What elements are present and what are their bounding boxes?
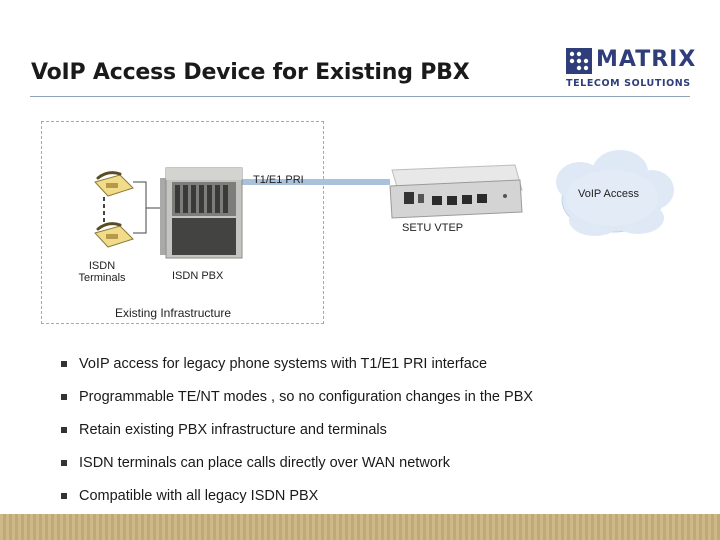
matrix-logo: MATRIX TELECOM SOLUTIONS xyxy=(566,46,695,92)
bullet-item: Compatible with all legacy ISDN PBX xyxy=(61,484,533,517)
isdn-terminals-label: ISDN Terminals xyxy=(70,260,134,284)
footer-band xyxy=(0,514,720,540)
isdn-terminals-label-line2: Terminals xyxy=(78,272,126,284)
isdn-terminals-label-line1: ISDN xyxy=(88,260,116,272)
setu-vtep-device-icon xyxy=(389,164,523,219)
network-diagram xyxy=(94,150,674,259)
isdn-terminal-phone-icon xyxy=(94,222,134,248)
logo-dots-icon xyxy=(566,48,592,74)
terminal-bus-line xyxy=(133,181,147,234)
bullet-text: Compatible with all legacy ISDN PBX xyxy=(79,488,319,504)
isdn-pbx-label: ISDN PBX xyxy=(172,270,224,282)
voip-cloud-label: VoIP Access xyxy=(578,188,639,200)
bullet-square-icon xyxy=(61,361,67,367)
bullet-square-icon xyxy=(61,394,67,400)
bullet-square-icon xyxy=(61,427,67,433)
bullet-text: ISDN terminals can place calls directly … xyxy=(79,455,450,471)
bullet-text: Programmable TE/NT modes , so no configu… xyxy=(79,389,534,405)
bullet-square-icon xyxy=(61,460,67,466)
feature-bullet-list: VoIP access for legacy phone systems wit… xyxy=(61,352,533,517)
bullet-text: VoIP access for legacy phone systems wit… xyxy=(79,356,488,372)
existing-infrastructure-box xyxy=(41,121,324,324)
logo-name: MATRIX xyxy=(596,47,697,72)
title-rule xyxy=(30,96,690,97)
bullet-item: VoIP access for legacy phone systems wit… xyxy=(61,352,533,385)
existing-infrastructure-label: Existing Infrastructure xyxy=(115,306,232,320)
logo-tagline: TELECOM SOLUTIONS xyxy=(566,78,691,89)
bullet-text: Retain existing PBX infrastructure and t… xyxy=(79,422,387,438)
voip-cloud-icon xyxy=(556,150,674,236)
bullet-item: Programmable TE/NT modes , so no configu… xyxy=(61,385,533,418)
t1-e1-link-line xyxy=(240,179,390,185)
bullet-item: Retain existing PBX infrastructure and t… xyxy=(61,418,533,451)
setu-vtep-label: SETU VTEP xyxy=(402,222,464,234)
isdn-pbx-cabinet-icon xyxy=(160,167,243,259)
bullet-item: ISDN terminals can place calls directly … xyxy=(61,451,533,484)
t1-e1-link-label: T1/E1 PRI xyxy=(253,174,304,186)
bullet-square-icon xyxy=(61,493,67,499)
isdn-terminal-phone-icon xyxy=(94,171,134,197)
slide-title: VoIP Access Device for Existing PBX xyxy=(31,60,470,85)
